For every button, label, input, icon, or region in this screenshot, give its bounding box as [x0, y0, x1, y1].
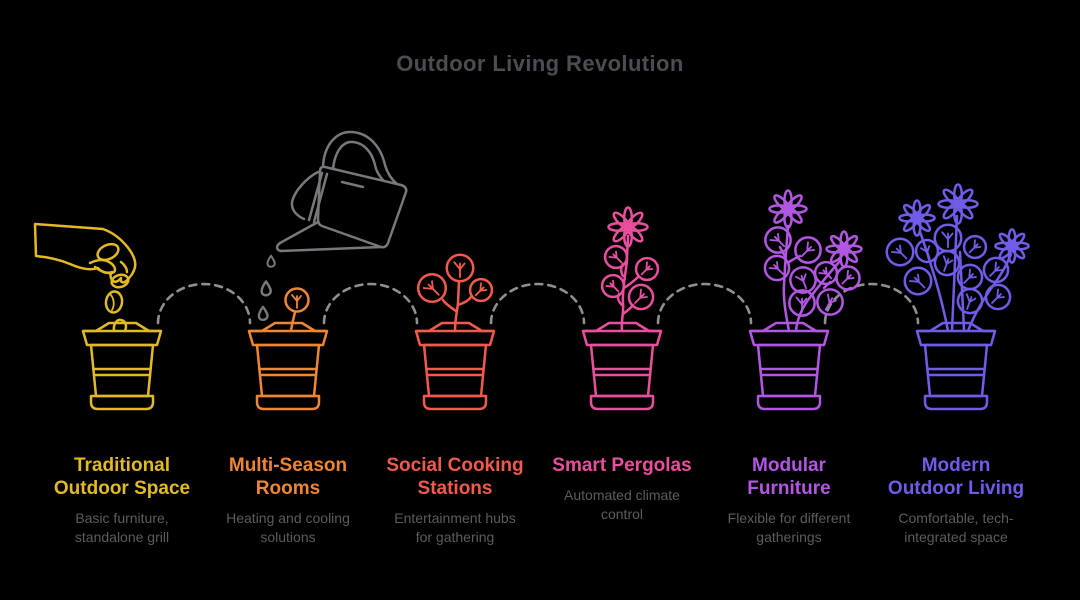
falling-seed-icon: [104, 290, 124, 314]
stage-2-title: Multi-Season Rooms: [228, 455, 348, 499]
hand-dropping-seed-icon: [33, 222, 137, 289]
stage-6-label: Modern Outdoor Living Comfortable, tech-…: [871, 454, 1041, 547]
stage-6-pot-icon: [879, 183, 1030, 411]
stage-4-pot-icon: [581, 206, 664, 411]
stage-6-title: Modern Outdoor Living: [887, 455, 1025, 499]
connector-arcs: [156, 282, 920, 325]
stage-1-title: Traditional Outdoor Space: [53, 455, 191, 499]
watering-can-icon: [257, 130, 408, 322]
stage-4-description: Automated climate control: [564, 487, 680, 522]
page-title: Outdoor Living Revolution: [396, 51, 684, 76]
stage-1-description: Basic furniture, standalone grill: [74, 510, 170, 545]
stage-3-label: Social Cooking Stations Entertainment hu…: [370, 454, 540, 547]
stage-5-description: Flexible for different gatherings: [727, 510, 851, 545]
stage-1-pot-icon: [33, 222, 163, 411]
stage-5-label: Modular Furniture Flexible for different…: [704, 454, 874, 547]
stage-5-pot-icon: [748, 189, 866, 411]
stage-6-description: Comfortable, tech- integrated space: [898, 510, 1014, 545]
stage-2-description: Heating and cooling solutions: [226, 510, 350, 545]
stage-3-pot-icon: [410, 253, 498, 411]
seed-in-soil: [112, 318, 128, 333]
stage-3-description: Entertainment hubs for gathering: [394, 510, 516, 545]
stage-2-label: Multi-Season Rooms Heating and cooling s…: [203, 454, 373, 547]
stage-3-title: Social Cooking Stations: [386, 455, 524, 499]
stage-4-title: Smart Pergolas: [552, 455, 692, 476]
stage-1-label: Traditional Outdoor Space Basic furnitur…: [37, 454, 207, 547]
water-drops-icon: [257, 254, 276, 322]
stage-5-title: Modular Furniture: [747, 455, 831, 499]
stage-4-label: Smart Pergolas Automated climate control: [537, 454, 707, 524]
stage-2-pot-icon: [247, 287, 329, 411]
